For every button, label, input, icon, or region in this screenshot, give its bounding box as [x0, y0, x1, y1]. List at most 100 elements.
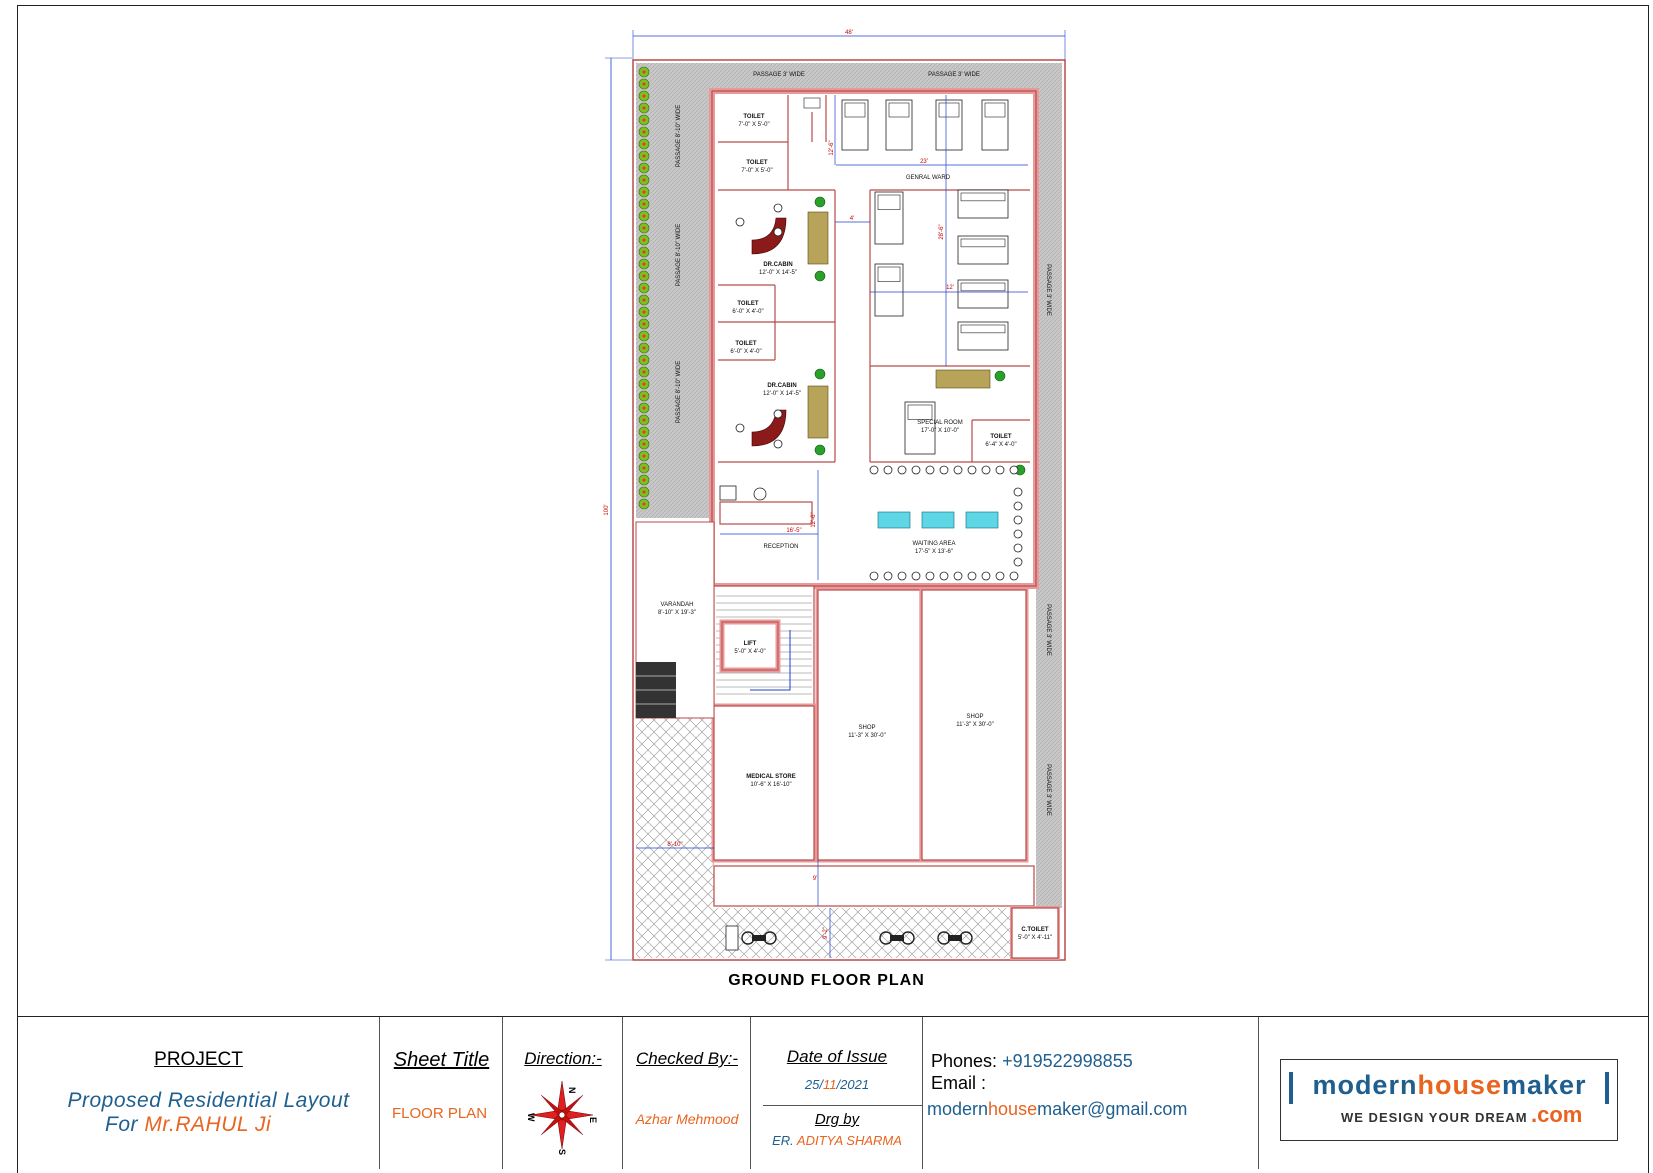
shrub-flower-icon — [642, 226, 646, 230]
project-line-2: For Mr.RAHUL Ji — [105, 1113, 271, 1137]
overall-dimensions: 48' 100' — [604, 30, 1066, 961]
compass-n: N — [567, 1087, 577, 1094]
label-passage-right-1: PASSAGE 3' WIDE — [1045, 264, 1051, 316]
chair-icon — [939, 571, 949, 581]
plant-icon — [994, 370, 1006, 382]
label-waiting-area-size: 17'-5" X 13'-6" — [915, 549, 953, 555]
chair-icon — [981, 465, 991, 475]
internal-dimensions — [636, 95, 1028, 958]
logo-wordmark: modernhousemaker — [1297, 1070, 1602, 1101]
chair-icon — [869, 465, 879, 475]
compass-w: W — [527, 1113, 536, 1122]
shrub-flower-icon — [642, 466, 646, 470]
plant-icon — [814, 196, 826, 208]
pillow-icon — [960, 192, 1006, 202]
shrub-flower-icon — [642, 106, 646, 110]
pillow-icon — [960, 282, 1006, 292]
chair-icon — [883, 465, 893, 475]
date-month: 11 — [823, 1077, 837, 1092]
logo-maker: maker — [1501, 1070, 1587, 1100]
chair-icon — [773, 203, 783, 213]
label-toilet-3: TOILET — [737, 301, 759, 307]
plant-icon — [814, 270, 826, 282]
label-passage-top-2: PASSAGE 3' WIDE — [928, 72, 980, 78]
shrub-flower-icon — [642, 358, 646, 362]
dim-varandah-width: 8'-10" — [667, 842, 682, 848]
pillow-icon — [984, 102, 1006, 118]
label-waiting-area: WAITING AREA — [912, 541, 955, 547]
chair-icon — [981, 571, 991, 581]
staircase — [713, 585, 815, 707]
direction-label: Direction:- — [524, 1049, 602, 1068]
dim-labels: 23' 12'-6" 28'-6" 12' 4' 16'-5" 12'-6" 8… — [667, 140, 954, 939]
chair-icon — [735, 423, 745, 433]
dim-parking-depth: 9'-2" — [823, 927, 829, 939]
project-cell: PROJECT Proposed Residential Layout For … — [17, 1017, 380, 1169]
label-toilet-1-size: 7'-0" X 5'-0" — [738, 122, 769, 128]
dim-corridor: 4' — [850, 216, 854, 222]
logo-bar-right-icon — [1605, 1072, 1609, 1104]
shrub-flower-icon — [642, 322, 646, 326]
shrub-flower-icon — [642, 406, 646, 410]
chair-icon — [911, 465, 921, 475]
chair-icon — [1013, 515, 1023, 525]
dim-ward-inner-depth: 28'-6" — [939, 224, 945, 239]
chair-icon — [967, 571, 977, 581]
chair-icon — [925, 465, 935, 475]
label-toilet-4: TOILET — [735, 341, 757, 347]
shrub-flower-icon — [642, 118, 646, 122]
shrub-flower-icon — [642, 142, 646, 146]
plan-title: GROUND FLOOR PLAN — [728, 972, 925, 989]
desk-icon — [751, 217, 787, 255]
shrub-flower-icon — [642, 82, 646, 86]
email-part-1: modern — [927, 1099, 989, 1119]
chair-icon — [897, 571, 907, 581]
label-drcabin-2: DR.CABIN — [767, 383, 796, 389]
label-toilet-5: TOILET — [990, 434, 1012, 440]
furniture — [719, 97, 1026, 951]
drg-by-name: ADITYA SHARMA — [796, 1133, 902, 1148]
pillow-icon — [960, 324, 1006, 334]
label-toilet-1: TOILET — [743, 114, 765, 120]
logo-modern: modern — [1312, 1070, 1418, 1100]
drg-by-label: Drg by — [814, 1111, 860, 1128]
chair-icon — [939, 465, 949, 475]
label-varandah: VARANDAH — [661, 602, 694, 608]
chair-icon — [1013, 501, 1023, 511]
date-divider — [763, 1105, 923, 1106]
floor-plan-drawing: 48' 100' — [604, 30, 1066, 961]
computer-icon — [719, 485, 737, 501]
sheet-title-cell: Sheet Title FLOOR PLAN — [380, 1017, 503, 1169]
dim-reception-depth: 12'-6" — [811, 512, 817, 527]
shrub-flower-icon — [642, 478, 646, 482]
label-varandah-size: 8'-10" X 19'-3" — [658, 610, 696, 616]
label-toilet-4-size: 6'-0" X 4'-0" — [730, 349, 761, 355]
label-passage-right-3: PASSAGE 3' WIDE — [1045, 764, 1051, 816]
email-value[interactable]: modernhousemaker@gmail.com — [927, 1099, 1187, 1120]
plant-icon — [814, 368, 826, 380]
phones-value[interactable]: +919522998855 — [1002, 1051, 1133, 1071]
label-toilet-2-size: 7'-0" X 5'-0" — [741, 168, 772, 174]
shrub-flower-icon — [642, 70, 646, 74]
shrub-flower-icon — [642, 394, 646, 398]
compass-s: S — [557, 1149, 567, 1155]
dim-reception-width: 16'-5" — [786, 528, 801, 534]
label-toilet-5-size: 6'-4" X 4'-0" — [985, 442, 1016, 448]
room-labels: PASSAGE 3' WIDE PASSAGE 3' WIDE PASSAGE … — [658, 72, 1052, 941]
logo-house: house — [1417, 1070, 1502, 1100]
date-cell: Date of Issue 25/11/2021 Drg by ER. ADIT… — [751, 1017, 923, 1169]
sofa-icon — [935, 369, 991, 389]
date-year: 2021 — [840, 1077, 870, 1092]
shrub-flower-icon — [642, 346, 646, 350]
drg-by-prefix: ER. — [772, 1133, 797, 1148]
pillow-icon — [938, 102, 960, 118]
shrub-flower-icon — [642, 502, 646, 506]
date-value: 25/11/2021 — [751, 1077, 923, 1092]
client-name: Mr.RAHUL Ji — [144, 1113, 272, 1136]
dim-ward-width: 23' — [920, 159, 928, 165]
checked-by-cell: Checked By:- Azhar Mehmood — [623, 1017, 751, 1169]
shrub-flower-icon — [642, 490, 646, 494]
date-sep-2: / — [836, 1077, 841, 1092]
pillow-icon — [844, 102, 866, 118]
shrub-flower-icon — [642, 298, 646, 302]
